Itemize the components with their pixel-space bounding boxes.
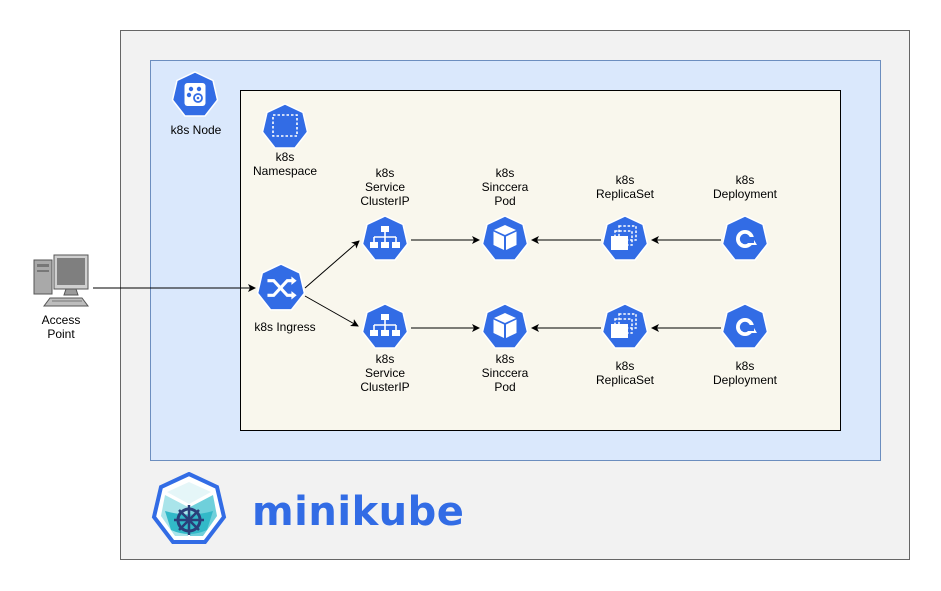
replicaset-label-1: k8s ReplicaSet [595, 173, 655, 201]
deployment-label-2: k8s Deployment [712, 359, 778, 387]
k8s-deployment-icon [721, 303, 769, 351]
k8s-deployment-icon [721, 215, 769, 263]
minikube-wordmark: minikube [252, 489, 465, 535]
edge-ingress-to-service-2 [304, 295, 359, 327]
k8s-pod-icon [481, 215, 529, 263]
k8s-pod-icon [481, 303, 529, 351]
pod-label-2: k8s Sinccera Pod [481, 352, 529, 394]
k8s-service-icon [361, 215, 409, 263]
k8s-namespace-label: k8s Namespace [252, 150, 318, 178]
k8s-ingress-label: k8s Ingress [254, 320, 316, 334]
k8s-replicaset-icon [601, 303, 649, 351]
k8s-node-icon [171, 71, 219, 119]
edge-ingress-to-service-1 [304, 240, 360, 289]
computer-icon [30, 254, 92, 310]
k8s-ingress-icon [256, 263, 306, 313]
minikube-logo-icon [151, 472, 227, 550]
k8s-node-label: k8s Node [170, 123, 222, 137]
deployment-label-1: k8s Deployment [712, 173, 778, 201]
pod-label-1: k8s Sinccera Pod [481, 166, 529, 208]
service-label-2: k8s Service ClusterIP [360, 352, 410, 394]
k8s-namespace-icon [261, 103, 309, 151]
k8s-service-icon [361, 303, 409, 351]
access-point-label: Access Point [41, 313, 81, 341]
replicaset-label-2: k8s ReplicaSet [595, 359, 655, 387]
k8s-replicaset-icon [601, 215, 649, 263]
service-label-1: k8s Service ClusterIP [360, 166, 410, 208]
